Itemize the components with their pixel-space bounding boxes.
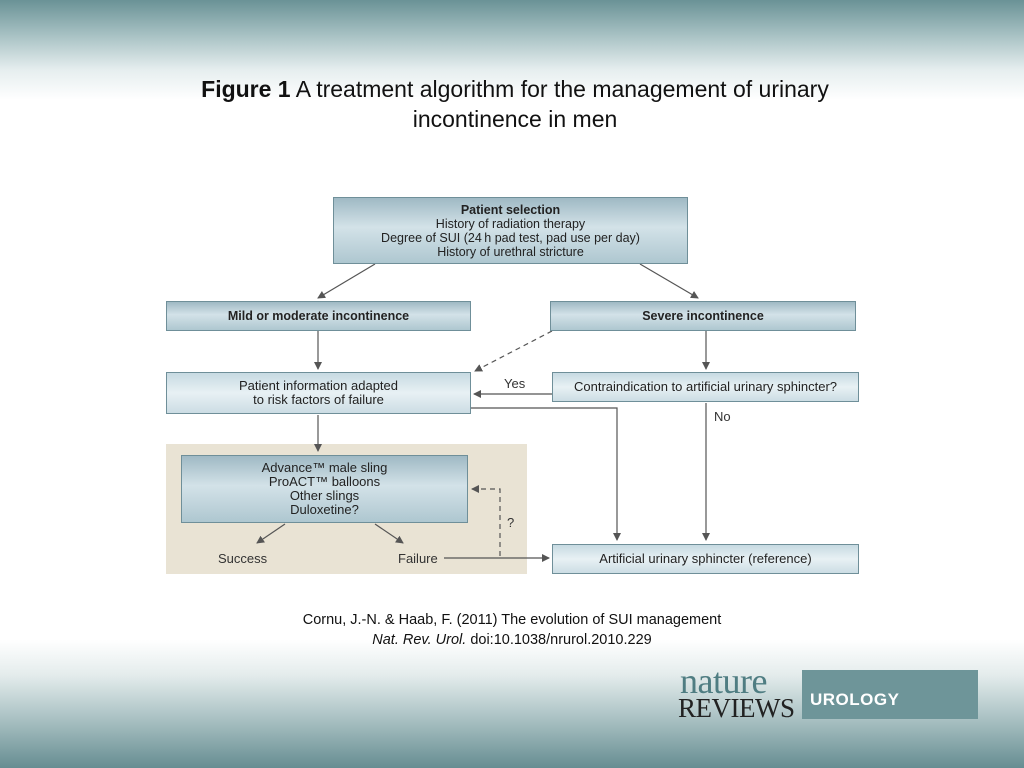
figure-title-line1: A treatment algorithm for the management… xyxy=(295,76,829,102)
patient-selection-heading: Patient selection xyxy=(460,202,561,217)
success-label: Success xyxy=(218,551,268,566)
nature-reviews-urology-logo: nature REVIEWS UROLOGY xyxy=(676,661,978,723)
selection-line: History of urethral stricture xyxy=(437,244,584,259)
logo-nature-text: nature xyxy=(680,661,767,701)
artificial-sphincter-box: Artificial urinary sphincter (reference) xyxy=(552,544,859,574)
failure-label: Failure xyxy=(398,551,438,566)
patient-information-box: Patient information adapted to risk fact… xyxy=(166,372,471,414)
severe-incontinence-box: Severe incontinence xyxy=(550,301,856,331)
logo-urology-text: UROLOGY xyxy=(810,690,900,709)
selection-line: History of radiation therapy xyxy=(435,216,586,231)
figure-title-line2: incontinence in men xyxy=(412,106,618,132)
contraindication-label: Contraindication to artificial urinary s… xyxy=(573,379,837,394)
arrow-selection-to-severe xyxy=(639,263,699,299)
yes-label: Yes xyxy=(504,376,526,391)
arrow-failure-retry-dashed xyxy=(471,485,501,556)
figure-label: Figure 1 xyxy=(201,76,291,102)
citation: Cornu, J.-N. & Haab, F. (2011) The evolu… xyxy=(200,610,824,650)
arrow-info-to-aus xyxy=(470,407,621,541)
severe-incontinence-label: Severe incontinence xyxy=(642,309,764,323)
artificial-sphincter-label: Artificial urinary sphincter (reference) xyxy=(599,551,812,566)
mild-incontinence-box: Mild or moderate incontinence xyxy=(166,301,471,331)
contraindication-box: Contraindication to artificial urinary s… xyxy=(552,372,859,402)
arrow-to-success xyxy=(256,523,286,544)
mild-incontinence-label: Mild or moderate incontinence xyxy=(227,309,410,323)
logo-band xyxy=(802,670,978,719)
question-label: ? xyxy=(507,515,515,530)
citation-line1: Cornu, J.-N. & Haab, F. (2011) The evolu… xyxy=(302,612,722,628)
info-line: Patient information adapted xyxy=(239,378,398,393)
treatment-item: Advance™ male sling xyxy=(261,460,388,475)
info-line: to risk factors of failure xyxy=(253,392,384,407)
treatment-item: ProACT™ balloons xyxy=(268,474,381,489)
arrow-severe-to-info-dashed xyxy=(474,330,553,372)
citation-journal: Nat. Rev. Urol. xyxy=(372,632,467,648)
treatment-item: Duloxetine? xyxy=(290,502,359,517)
logo-reviews-text: REVIEWS xyxy=(678,693,795,723)
patient-selection-box: Patient selection History of radiation t… xyxy=(333,197,688,264)
figure-title: Figure 1 A treatment algorithm for the m… xyxy=(120,74,910,134)
arrow-selection-to-mild xyxy=(317,263,376,299)
treatment-item: Other slings xyxy=(289,488,360,503)
selection-line: Degree of SUI (24 h pad test, pad use pe… xyxy=(381,230,640,245)
citation-doi: doi:10.1038/nrurol.2010.229 xyxy=(470,632,652,648)
no-label: No xyxy=(714,409,731,424)
arrow-to-failure xyxy=(374,523,404,544)
treatment-options-box: Advance™ male sling ProACT™ balloons Oth… xyxy=(181,455,468,523)
